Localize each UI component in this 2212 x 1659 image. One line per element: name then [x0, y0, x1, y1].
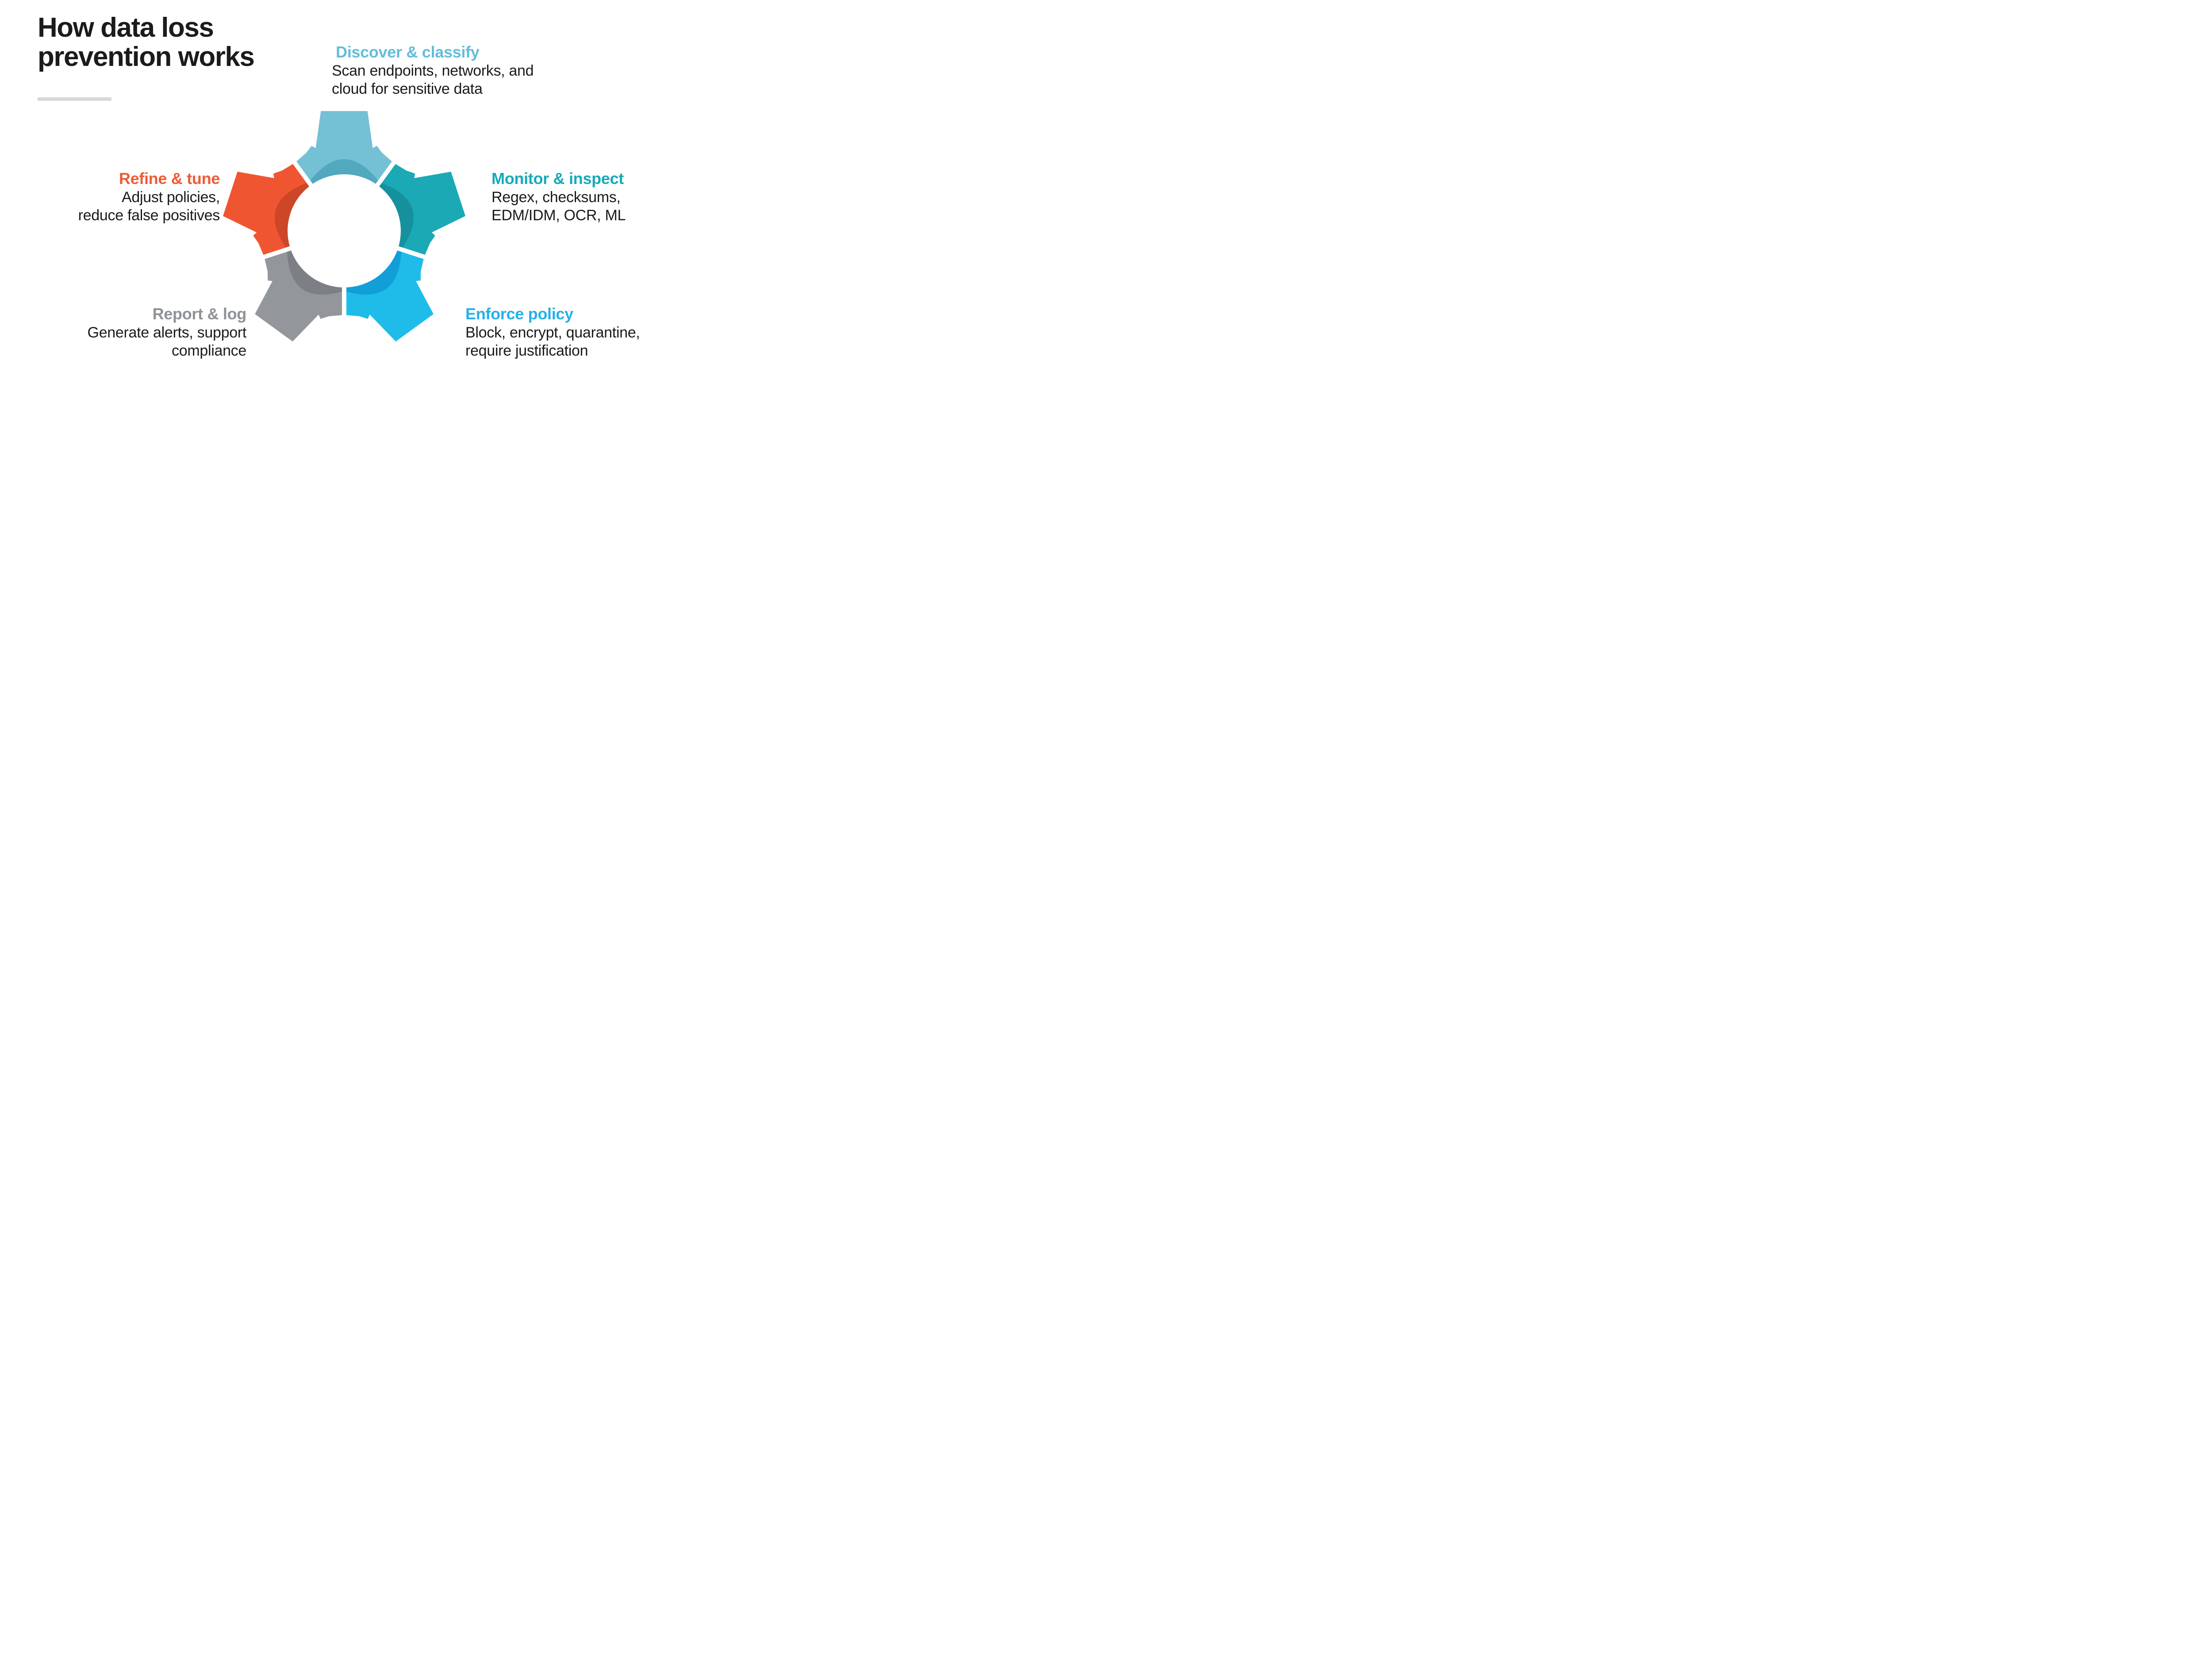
step-body-line: Generate alerts, support	[87, 324, 247, 341]
step-heading-monitor: Monitor & inspect	[492, 169, 624, 188]
step-body-line: EDM/IDM, OCR, ML	[492, 207, 626, 224]
title-divider	[38, 97, 111, 101]
gear-segment-refine	[223, 163, 311, 257]
step-body-line: reduce false positives	[78, 207, 220, 224]
step-body-line: Regex, checksums,	[492, 189, 621, 206]
step-body-line: compliance	[172, 342, 246, 359]
step-block-monitor: Monitor & inspect Regex, checksums, EDM/…	[492, 169, 695, 225]
gear-segment-report	[255, 248, 345, 342]
gear-segment-gap	[278, 142, 317, 192]
step-body-enforce: Block, encrypt, quarantine, require just…	[465, 324, 678, 360]
step-heading-enforce: Enforce policy	[465, 305, 573, 323]
gear-segment-monitor	[377, 163, 465, 257]
gear-segment-discover-body	[295, 111, 394, 185]
gear-segment-gap	[391, 244, 448, 267]
page-title: How data loss prevention works	[38, 12, 255, 72]
step-block-enforce: Enforce policy Block, encrypt, quarantin…	[465, 304, 678, 360]
step-body-report: Generate alerts, support compliance	[83, 324, 247, 360]
step-heading-refine: Refine & tune	[119, 169, 220, 188]
step-heading-report: Report & log	[152, 305, 247, 323]
step-body-line: Block, encrypt, quarantine,	[465, 324, 640, 341]
gear-segment-enforce-body	[344, 248, 434, 342]
step-body-line: require justification	[465, 342, 588, 359]
gear-segment-discover-inner-shade	[309, 159, 380, 185]
step-heading-discover: Discover & classify	[336, 43, 480, 61]
dlp-infographic: How data loss prevention works Discover …	[0, 0, 708, 398]
gear-segment-report-body	[255, 248, 345, 342]
step-block-report: Report & log Generate alerts, support co…	[83, 304, 247, 360]
gear-segment-monitor-inner-shade	[377, 182, 414, 249]
gear-segment-discover	[295, 111, 394, 185]
gear-segment-gap	[372, 142, 410, 192]
gear-diagram	[223, 111, 465, 342]
gear-segment-refine-inner-shade	[274, 182, 311, 249]
gear-segment-monitor-body	[377, 163, 465, 257]
gear-segment-enforce	[344, 248, 434, 342]
gear-segment-refine-body	[223, 163, 311, 257]
step-body-line: Scan endpoints, networks, and	[332, 62, 534, 79]
gear-segment-gap	[342, 281, 346, 339]
step-body-line: Adjust policies,	[122, 189, 220, 206]
page-title-line-1: How data loss	[38, 12, 214, 43]
step-body-monitor: Regex, checksums, EDM/IDM, OCR, ML	[492, 188, 695, 225]
page-title-line-2: prevention works	[38, 42, 255, 72]
gear-segment-report-inner-shade	[287, 248, 344, 295]
step-body-discover: Scan endpoints, networks, and cloud for …	[332, 62, 540, 98]
gear-segment-gap	[240, 244, 298, 267]
step-body-line: cloud for sensitive data	[332, 80, 483, 97]
gear-segment-enforce-inner-shade	[344, 248, 402, 295]
step-body-refine: Adjust policies, reduce false positives	[52, 188, 220, 225]
step-block-discover: Discover & classify Scan endpoints, netw…	[332, 42, 540, 98]
step-block-refine: Refine & tune Adjust policies, reduce fa…	[52, 169, 220, 225]
